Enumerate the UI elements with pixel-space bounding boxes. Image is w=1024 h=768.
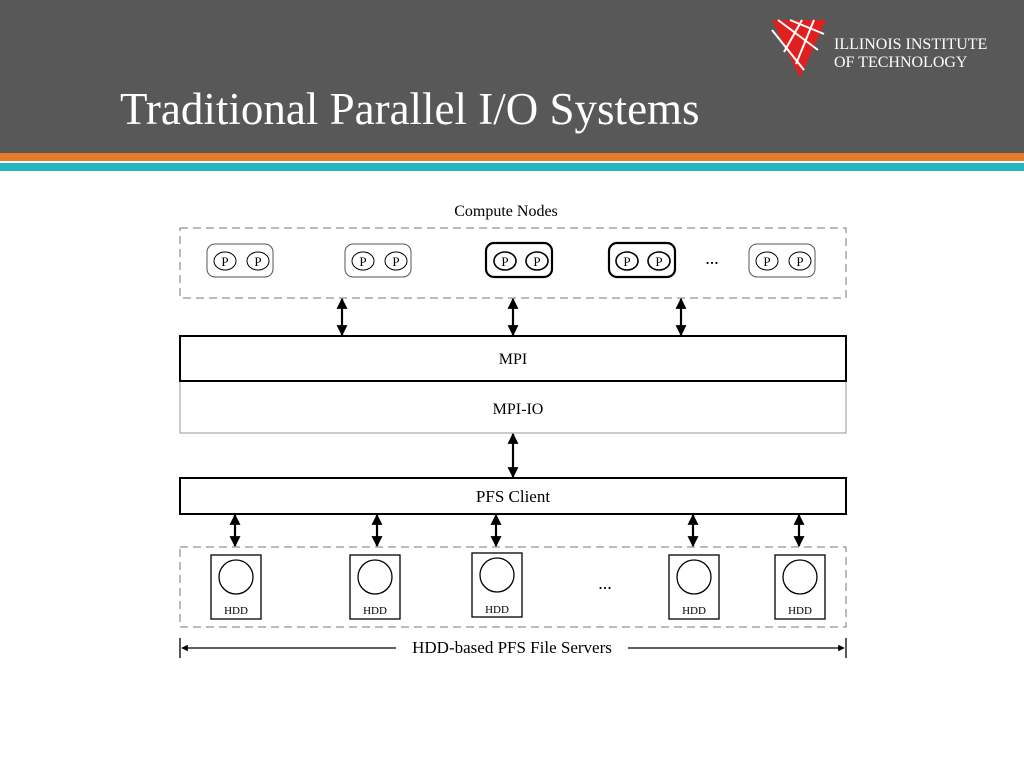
- mpi-box: [179, 335, 847, 382]
- process-circle: [351, 251, 375, 271]
- slide-title: Traditional Parallel I/O Systems: [120, 84, 700, 134]
- mpi-label: MPI: [499, 351, 527, 368]
- disk-icon: [479, 557, 515, 593]
- mpiio-label: MPI-IO: [493, 401, 544, 418]
- process-label: P: [254, 254, 261, 269]
- teal-stripe: [0, 163, 1024, 171]
- process-circle: [384, 251, 408, 271]
- process-label: P: [533, 254, 540, 269]
- process-circle: [788, 251, 812, 271]
- process-label: P: [655, 254, 662, 269]
- file-servers-label: HDD-based PFS File Servers: [412, 638, 612, 657]
- process-label: P: [359, 254, 366, 269]
- process-circle: [755, 251, 779, 271]
- process-circle: [615, 251, 639, 271]
- pfs-client-box: [179, 477, 847, 515]
- process-circle: [213, 251, 237, 271]
- process-circle: [493, 251, 517, 271]
- orange-stripe: [0, 153, 1024, 161]
- iit-logo: ILLINOIS INSTITUTE OF TECHNOLOGY: [768, 16, 1008, 86]
- hdd-label: HDD: [682, 605, 706, 617]
- process-label: P: [221, 254, 228, 269]
- servers-ellipsis: ...: [598, 573, 612, 593]
- hdd-server: HDD: [774, 554, 826, 620]
- compute-node-group: P P: [748, 243, 816, 278]
- hdd-server: HDD: [210, 554, 262, 620]
- process-label: P: [796, 254, 803, 269]
- disk-icon: [218, 559, 254, 595]
- disk-icon: [782, 559, 818, 595]
- iit-logo-icon: [771, 19, 826, 78]
- compute-node-group: P P: [206, 243, 274, 278]
- process-circle: [525, 251, 549, 271]
- slide-header: [0, 0, 1024, 153]
- hdd-server: HDD: [471, 552, 523, 618]
- compute-nodes-label: Compute Nodes: [454, 203, 558, 220]
- hdd-label: HDD: [485, 604, 509, 616]
- compute-node-group: P P: [484, 241, 554, 279]
- hdd-label: HDD: [363, 605, 387, 617]
- process-circle: [647, 251, 671, 271]
- hdd-label: HDD: [224, 605, 248, 617]
- compute-node-group: P P: [344, 243, 412, 278]
- process-label: P: [763, 254, 770, 269]
- hdd-server: HDD: [349, 554, 401, 620]
- hdd-server: HDD: [668, 554, 720, 620]
- nodes-ellipsis: ...: [705, 248, 719, 268]
- logo-line-1: ILLINOIS INSTITUTE: [834, 36, 988, 53]
- disk-icon: [676, 559, 712, 595]
- process-label: P: [623, 254, 630, 269]
- disk-icon: [357, 559, 393, 595]
- pfs-client-label: PFS Client: [476, 487, 550, 506]
- file-servers-region: [179, 546, 847, 628]
- process-label: P: [501, 254, 508, 269]
- process-circle: [246, 251, 270, 271]
- process-label: P: [392, 254, 399, 269]
- stripe-gap: [0, 161, 1024, 163]
- logo-line-2: OF TECHNOLOGY: [834, 54, 968, 71]
- parallel-io-diagram: Compute Nodes P P P P P P P P ... P P: [179, 203, 847, 658]
- hdd-label: HDD: [788, 605, 812, 617]
- iit-logo-text: ILLINOIS INSTITUTE OF TECHNOLOGY: [834, 36, 987, 72]
- compute-node-group: P P: [607, 241, 677, 279]
